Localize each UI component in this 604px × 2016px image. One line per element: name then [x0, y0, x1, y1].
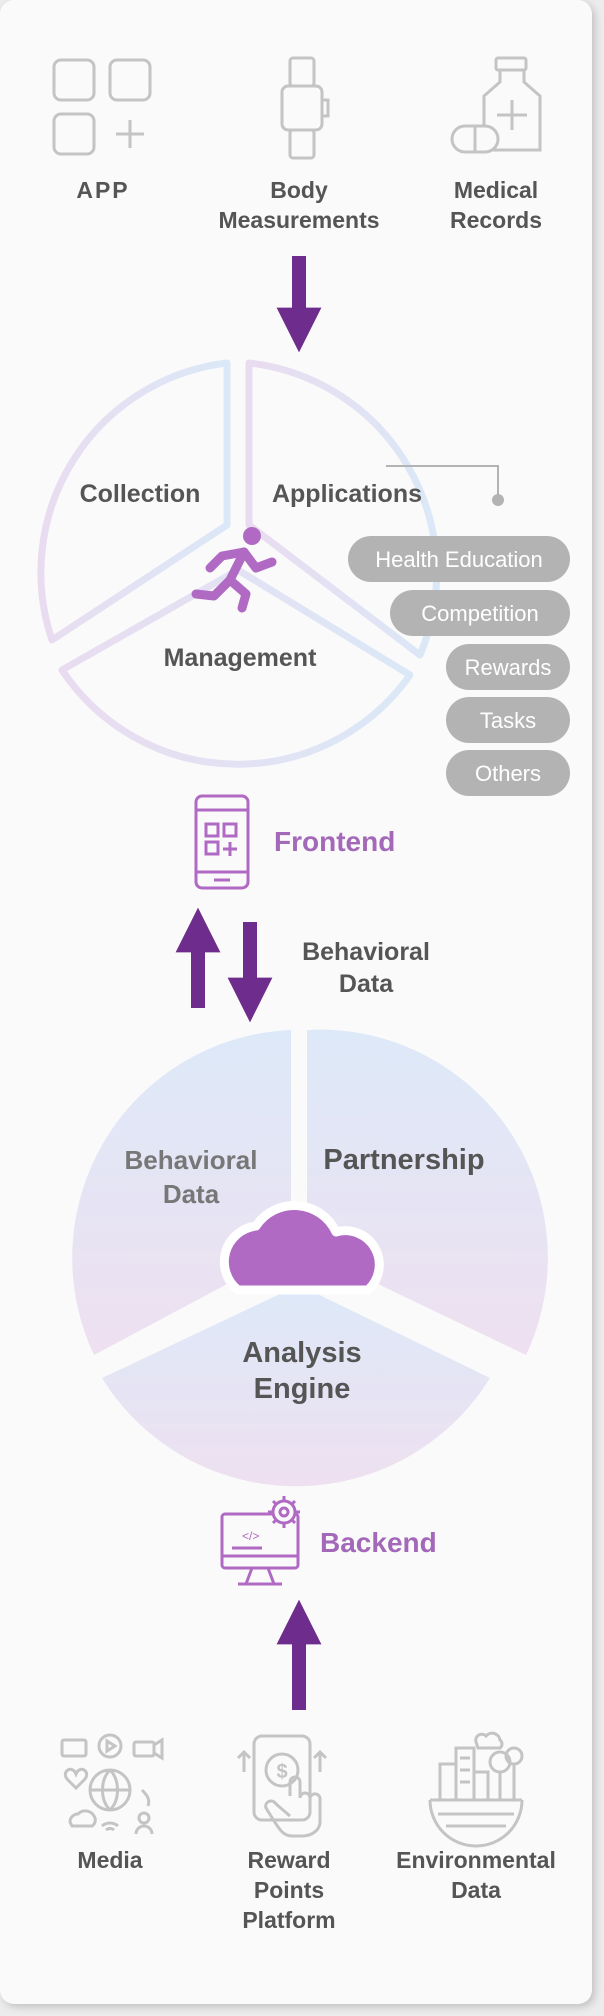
analysis-engine-segment: [102, 1285, 490, 1487]
source-body-label-1: Body: [270, 177, 328, 203]
cloud-icon: [219, 1200, 384, 1295]
behavioral-data-label-1: Behavioral: [125, 1145, 258, 1175]
source-body-label-2: Measurements: [218, 207, 379, 233]
app-grid-icon: [52, 58, 152, 156]
pill-others: [446, 750, 570, 796]
behavioral-data-label-2: Data: [163, 1179, 220, 1209]
media-globe-icon: [60, 1733, 164, 1835]
pill-competition-label: Competition: [421, 601, 538, 626]
source-app-label: APP: [76, 177, 129, 203]
pill-tasks: [446, 697, 570, 743]
pill-health-education-label: Health Education: [375, 547, 543, 572]
runner-icon: [191, 527, 277, 613]
applications-connector: [386, 465, 504, 506]
collection-label: Collection: [80, 480, 201, 508]
diagram-card: APP Body Measurements Medical Records Co…: [0, 0, 592, 2004]
behavioral-flow-label-1: Behavioral: [302, 938, 430, 966]
pill-tasks-label: Tasks: [480, 708, 536, 733]
monitor-gear-icon: </>: [220, 1496, 300, 1586]
applications-label: Applications: [272, 480, 422, 508]
collection-segment-outline: [37, 359, 231, 644]
analysis-engine-label-2: Engine: [254, 1373, 351, 1405]
frontend-label: Frontend: [274, 826, 395, 857]
source-medical-label-1: Medical: [454, 177, 538, 203]
reward-label-2: Points: [254, 1877, 324, 1903]
environmental-label-2: Data: [451, 1877, 501, 1903]
applications-list: Health Education Competition Rewards Tas…: [348, 536, 570, 796]
hand-phone-coin-icon: $: [236, 1734, 328, 1838]
partnership-segment: [307, 1029, 548, 1355]
medicine-bottle-icon: [450, 56, 542, 154]
pill-rewards-label: Rewards: [465, 655, 552, 680]
city-globe-icon: [428, 1731, 524, 1848]
partnership-label: Partnership: [323, 1144, 484, 1176]
pill-health-education: [348, 536, 570, 582]
svg-text:$: $: [276, 1761, 287, 1783]
reward-label-3: Platform: [242, 1907, 335, 1933]
backend-label: Backend: [320, 1527, 437, 1558]
management-segment-outline: [58, 566, 414, 768]
smartphone-icon: [194, 794, 250, 890]
environmental-label-1: Environmental: [396, 1847, 556, 1873]
behavioral-flow-label-2: Data: [339, 970, 394, 998]
source-medical-label-2: Records: [450, 207, 542, 233]
svg-text:</>: </>: [242, 1529, 259, 1543]
reward-label-1: Reward: [247, 1847, 330, 1873]
pill-rewards: [446, 644, 570, 690]
pill-others-label: Others: [475, 761, 541, 786]
smartwatch-icon: [280, 56, 330, 160]
pill-competition: [390, 590, 570, 636]
media-label: Media: [77, 1847, 142, 1873]
management-label: Management: [164, 644, 317, 672]
analysis-engine-label-1: Analysis: [242, 1337, 361, 1369]
